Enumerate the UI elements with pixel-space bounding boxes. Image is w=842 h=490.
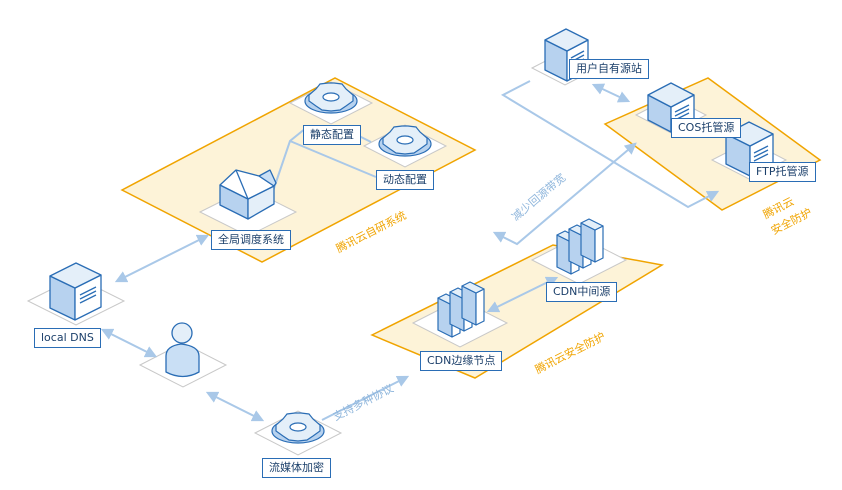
label-local-dns: local DNS (34, 328, 101, 348)
server-rack-icon-middle (556, 218, 604, 275)
cube-icon (219, 169, 277, 220)
link-stream-edge (321, 375, 410, 421)
zone-security-right (603, 77, 822, 211)
gear-icon-static (304, 82, 358, 114)
link-origin-cos (591, 83, 631, 103)
label-cdn-middle: CDN中间源 (546, 282, 618, 302)
gear-icon-stream (271, 412, 325, 444)
label-static-config: 静态配置 (303, 125, 361, 145)
link-user-origin-ftp (500, 80, 720, 209)
label-cdn-edge: CDN边缘节点 (420, 351, 503, 371)
person-icon (165, 322, 200, 378)
link-edge-middle (486, 276, 559, 313)
label-user-origin: 用户自有源站 (569, 59, 649, 79)
label-ftp-origin: FTP托管源 (749, 162, 816, 182)
link-edge-cos (492, 142, 637, 246)
label-dynamic-config: 动态配置 (376, 170, 434, 190)
server-icon-cos (647, 82, 695, 133)
label-cos-origin: COS托管源 (671, 118, 742, 138)
link-global-dynamic (289, 140, 377, 178)
link-dns-user (100, 328, 158, 358)
server-rack-icon-edge (437, 281, 485, 338)
gear-icon-dynamic (378, 125, 432, 157)
label-global-schedule: 全局调度系统 (211, 230, 291, 250)
label-stream-encrypt: 流媒体加密 (262, 458, 331, 478)
link-user-stream (205, 391, 265, 422)
server-icon (49, 262, 102, 321)
link-dns-global (114, 234, 210, 283)
zone-security-mid (370, 244, 665, 379)
